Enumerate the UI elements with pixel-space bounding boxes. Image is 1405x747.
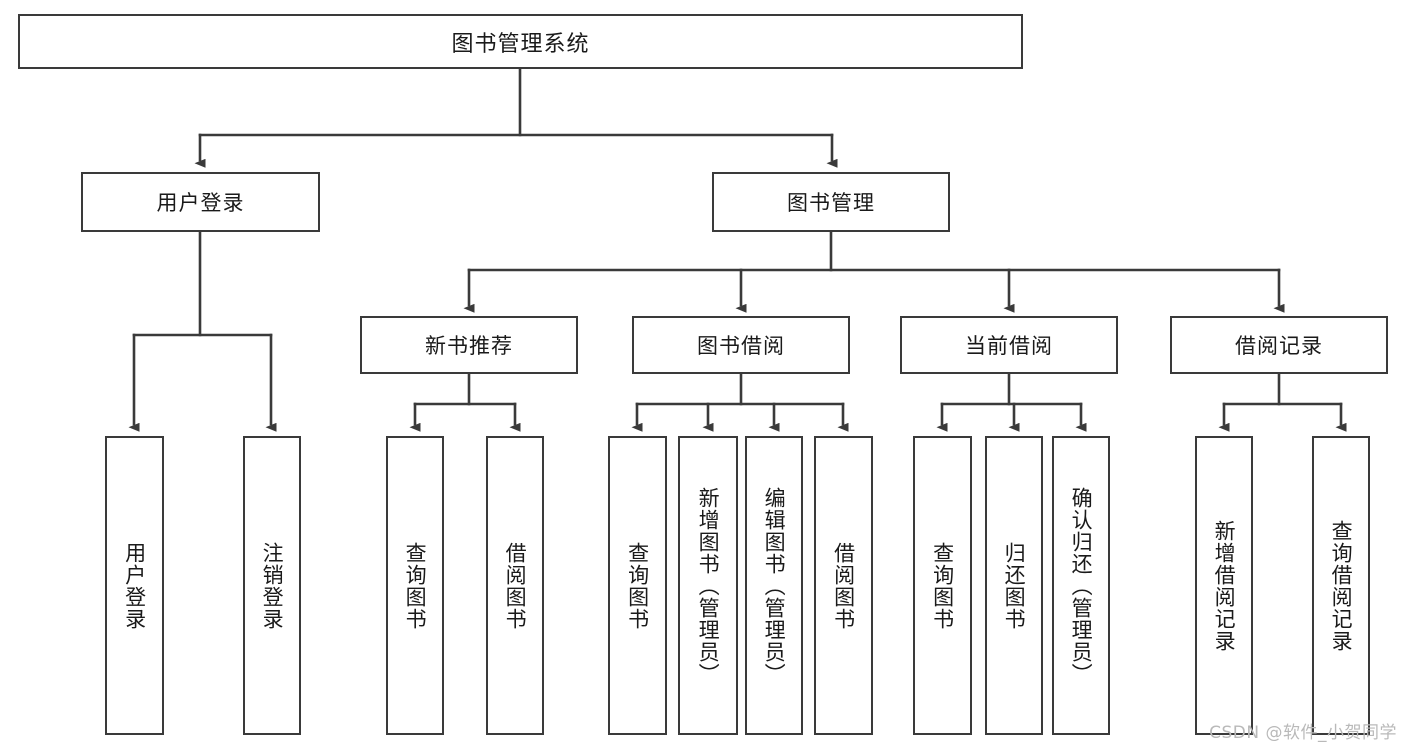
node-label: 借阅记录 bbox=[1235, 334, 1323, 358]
node-label: 查询借阅记录 bbox=[1329, 519, 1354, 652]
node-label: 借阅图书 bbox=[503, 541, 528, 630]
leaf-logout[interactable]: 注销登录 bbox=[243, 436, 301, 735]
node-label: 用户登录 bbox=[122, 541, 147, 630]
node-label: 当前借阅 bbox=[965, 334, 1053, 358]
leaf-confirm-return-admin[interactable]: 确认归还（管理员） bbox=[1052, 436, 1110, 735]
node-label: 新增图书（管理员） bbox=[696, 486, 721, 685]
node-label: 借阅图书 bbox=[831, 541, 856, 630]
node-book-borrow[interactable]: 图书借阅 bbox=[632, 316, 850, 374]
node-new-book-recommend[interactable]: 新书推荐 bbox=[360, 316, 578, 374]
leaf-query-borrow-record[interactable]: 查询借阅记录 bbox=[1312, 436, 1370, 735]
node-label: 用户登录 bbox=[156, 191, 245, 215]
leaf-borrow-books-recommend[interactable]: 借阅图书 bbox=[486, 436, 544, 735]
node-label: 查询图书 bbox=[403, 541, 428, 630]
leaf-borrow-books[interactable]: 借阅图书 bbox=[814, 436, 873, 735]
node-label: 图书借阅 bbox=[697, 334, 785, 358]
node-book-management-module[interactable]: 图书管理 bbox=[712, 172, 950, 232]
node-label: 图书管理 bbox=[787, 191, 875, 215]
leaf-query-books-current[interactable]: 查询图书 bbox=[913, 436, 972, 735]
node-user-login-module[interactable]: 用户登录 bbox=[81, 172, 320, 232]
leaf-query-books-borrow[interactable]: 查询图书 bbox=[608, 436, 667, 735]
node-current-borrow[interactable]: 当前借阅 bbox=[900, 316, 1118, 374]
node-label: 归还图书 bbox=[1002, 541, 1027, 630]
node-borrow-records[interactable]: 借阅记录 bbox=[1170, 316, 1388, 374]
leaf-edit-book-admin[interactable]: 编辑图书（管理员） bbox=[745, 436, 803, 735]
node-label: 确认归还（管理员） bbox=[1069, 486, 1094, 685]
node-label: 图书管理系统 bbox=[451, 31, 590, 57]
leaf-query-books-recommend[interactable]: 查询图书 bbox=[386, 436, 444, 735]
node-root-system[interactable]: 图书管理系统 bbox=[18, 14, 1023, 69]
node-label: 新增借阅记录 bbox=[1212, 519, 1237, 652]
node-label: 查询图书 bbox=[625, 541, 650, 630]
node-label: 查询图书 bbox=[930, 541, 955, 630]
leaf-return-books[interactable]: 归还图书 bbox=[985, 436, 1043, 735]
node-label: 注销登录 bbox=[260, 541, 285, 630]
node-label: 编辑图书（管理员） bbox=[762, 486, 787, 685]
watermark-text: CSDN @软件_小贺同学 bbox=[1209, 723, 1397, 743]
node-label: 新书推荐 bbox=[425, 334, 513, 358]
leaf-add-borrow-record[interactable]: 新增借阅记录 bbox=[1195, 436, 1253, 735]
leaf-user-login[interactable]: 用户登录 bbox=[105, 436, 164, 735]
leaf-add-book-admin[interactable]: 新增图书（管理员） bbox=[678, 436, 738, 735]
